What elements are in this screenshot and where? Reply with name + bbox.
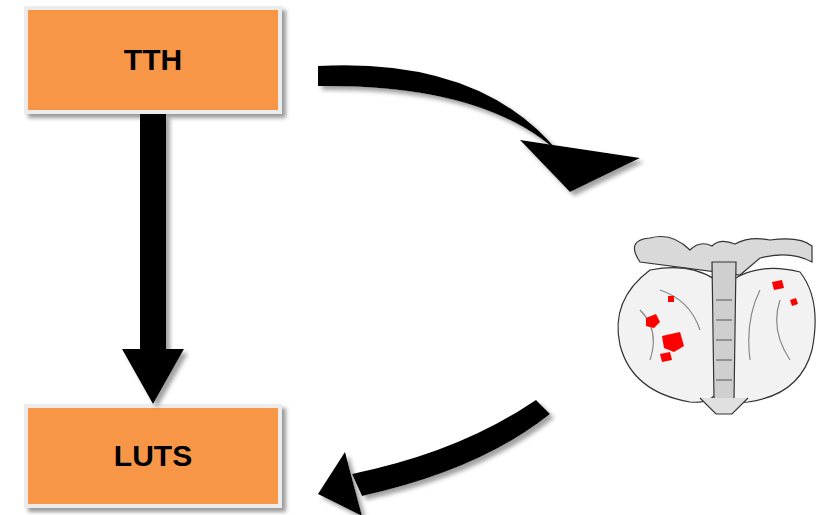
red-spots [646, 280, 798, 362]
curved-arrow [318, 400, 550, 515]
process-box: TTH [24, 6, 282, 114]
curved-arrow [318, 65, 640, 192]
urethra-rings [716, 300, 732, 380]
box-label: TTH [124, 43, 182, 77]
red-spot [660, 352, 672, 362]
red-spot [662, 332, 684, 352]
red-spot [772, 280, 784, 290]
box-label: LUTS [114, 439, 192, 473]
red-spot [790, 298, 798, 306]
right-lobe [728, 268, 815, 402]
process-box: LUTS [24, 404, 282, 508]
red-spot [668, 296, 674, 302]
curved-arrow-head [520, 140, 640, 192]
prostate-illustration [618, 237, 815, 415]
urethra [712, 262, 736, 400]
curved-arrow-head [318, 452, 362, 515]
curved-arrow-shaft [352, 400, 550, 496]
lobe-shading [640, 290, 790, 360]
apex [700, 398, 748, 414]
left-lobe [618, 268, 718, 403]
block-arrow [122, 114, 184, 404]
red-spot [646, 314, 660, 328]
